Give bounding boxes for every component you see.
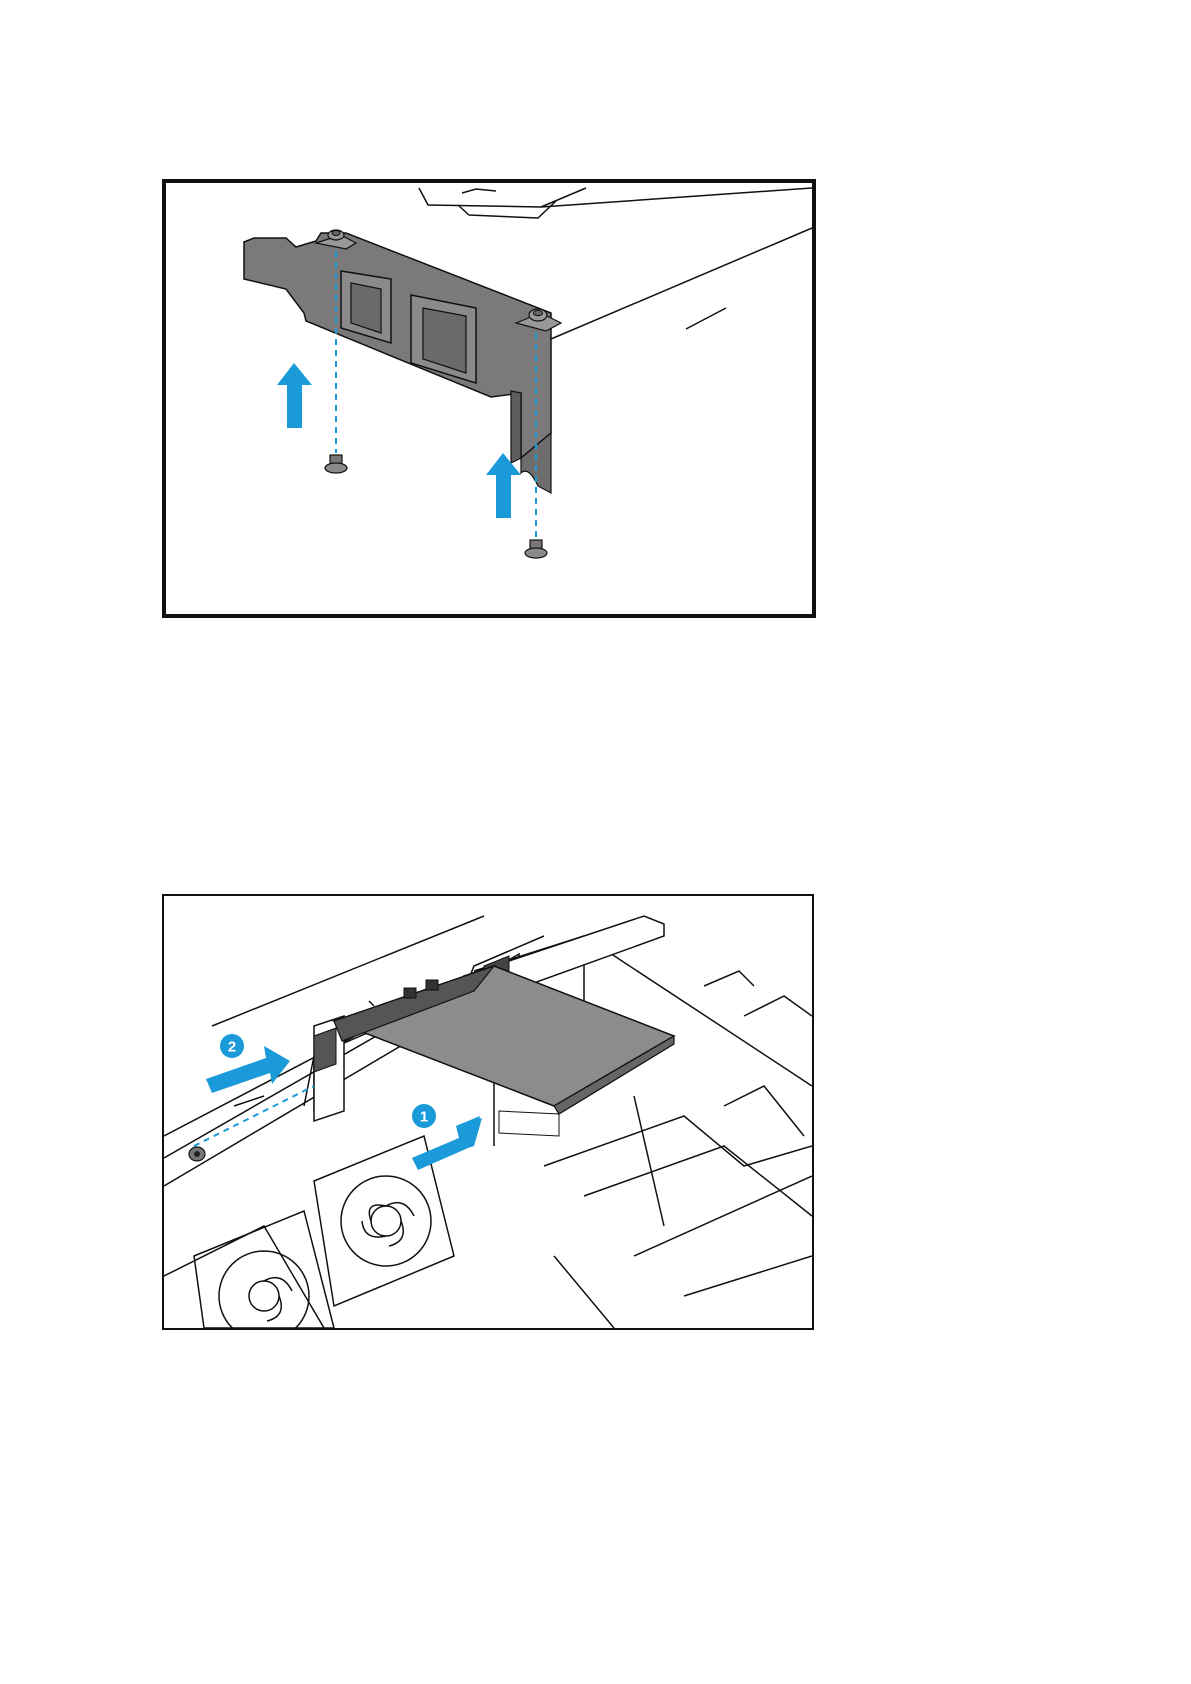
low-profile-bracket bbox=[244, 230, 561, 493]
pcie-card bbox=[334, 966, 674, 1136]
card-installation-figure: 2 1 bbox=[162, 894, 814, 1330]
screw-guide-line bbox=[194, 1086, 314, 1146]
slide-arrow-icon bbox=[206, 1046, 290, 1093]
step-badge-2: 2 bbox=[220, 1034, 244, 1058]
step-badge-1: 1 bbox=[412, 1104, 436, 1128]
bracket-removal-figure bbox=[162, 179, 816, 618]
screw-icon bbox=[525, 540, 547, 558]
screw-icon bbox=[189, 1147, 205, 1161]
upward-arrow-icon bbox=[486, 453, 521, 518]
step-number: 2 bbox=[228, 1039, 236, 1056]
screw-icon bbox=[325, 455, 347, 473]
step-number: 1 bbox=[420, 1109, 428, 1126]
upward-arrow-icon bbox=[277, 363, 312, 428]
bracket-removal-illustration bbox=[166, 183, 812, 614]
card-installation-illustration: 2 1 bbox=[164, 896, 812, 1328]
